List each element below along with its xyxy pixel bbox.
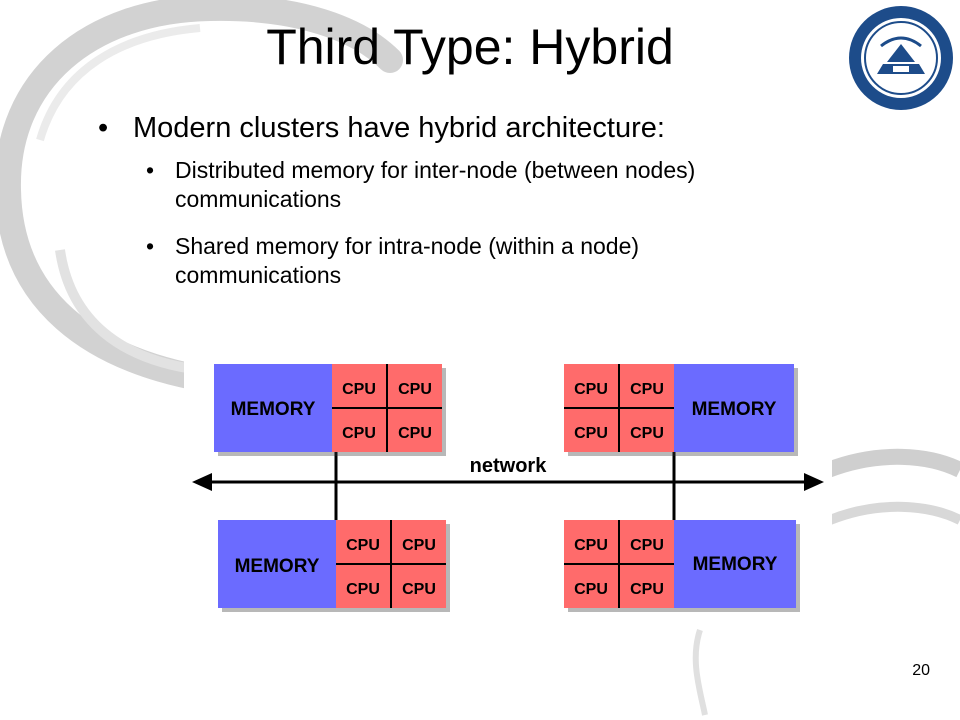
memory-block: [674, 364, 794, 452]
sub-bullet-item: • Shared memory for intra-node (within a…: [98, 232, 918, 290]
cpu-label: CPU: [574, 381, 608, 398]
network-label: network: [470, 455, 548, 477]
memory-label: MEMORY: [692, 399, 777, 420]
cpu-label: CPU: [346, 581, 380, 598]
sub-bullet-line: communications: [175, 186, 342, 212]
bullet-dot: •: [146, 157, 155, 183]
sub-bullet-line: Shared memory for intra-node (within a n…: [175, 233, 640, 259]
network-label-bg: [454, 452, 562, 478]
cpu-label: CPU: [346, 537, 380, 554]
memory-label: MEMORY: [235, 556, 320, 577]
cpu-label: CPU: [342, 425, 376, 442]
cpu-label: CPU: [342, 381, 376, 398]
memory-block: [214, 364, 332, 452]
network-arrow-right-icon: [804, 473, 824, 491]
cpu-label: CPU: [630, 381, 664, 398]
bullet-list: • Modern clusters have hybrid architectu…: [98, 104, 918, 290]
cpu-label: CPU: [398, 425, 432, 442]
hybrid-architecture-diagram: network MEMORY CPU CPU CPU CPU MEMORY CP…: [184, 360, 832, 624]
page-number: 20: [912, 662, 930, 679]
memory-block: [218, 520, 336, 608]
sub-bullet-item: • Distributed memory for inter-node (bet…: [98, 156, 918, 214]
cpu-label: CPU: [630, 581, 664, 598]
memory-label: MEMORY: [693, 554, 778, 575]
university-seal-icon: [849, 6, 953, 110]
node-bottom-left: MEMORY CPU CPU CPU CPU: [218, 520, 450, 612]
cpu-label: CPU: [574, 425, 608, 442]
node-bottom-right: MEMORY CPU CPU CPU CPU: [564, 520, 800, 612]
cpu-label: CPU: [574, 581, 608, 598]
cpu-label: CPU: [630, 537, 664, 554]
slide-title: Third Type: Hybrid: [266, 19, 674, 75]
memory-block: [674, 520, 796, 608]
bullet-text: Modern clusters have hybrid architecture…: [133, 112, 665, 144]
cpu-label: CPU: [402, 581, 436, 598]
memory-label: MEMORY: [231, 399, 316, 420]
cpu-label: CPU: [574, 537, 608, 554]
sub-bullet-line: Distributed memory for inter-node (betwe…: [175, 157, 696, 183]
bullet-item: • Modern clusters have hybrid architectu…: [98, 104, 918, 152]
node-top-right: MEMORY CPU CPU CPU CPU: [564, 364, 798, 456]
sub-bullet-line: communications: [175, 262, 342, 288]
bullet-dot: •: [146, 233, 155, 259]
node-top-left: MEMORY CPU CPU CPU CPU: [214, 364, 446, 456]
network-arrow-left-icon: [192, 473, 212, 491]
cpu-label: CPU: [402, 537, 436, 554]
cpu-label: CPU: [398, 381, 432, 398]
cpu-label: CPU: [630, 425, 664, 442]
bullet-dot: •: [98, 112, 109, 144]
